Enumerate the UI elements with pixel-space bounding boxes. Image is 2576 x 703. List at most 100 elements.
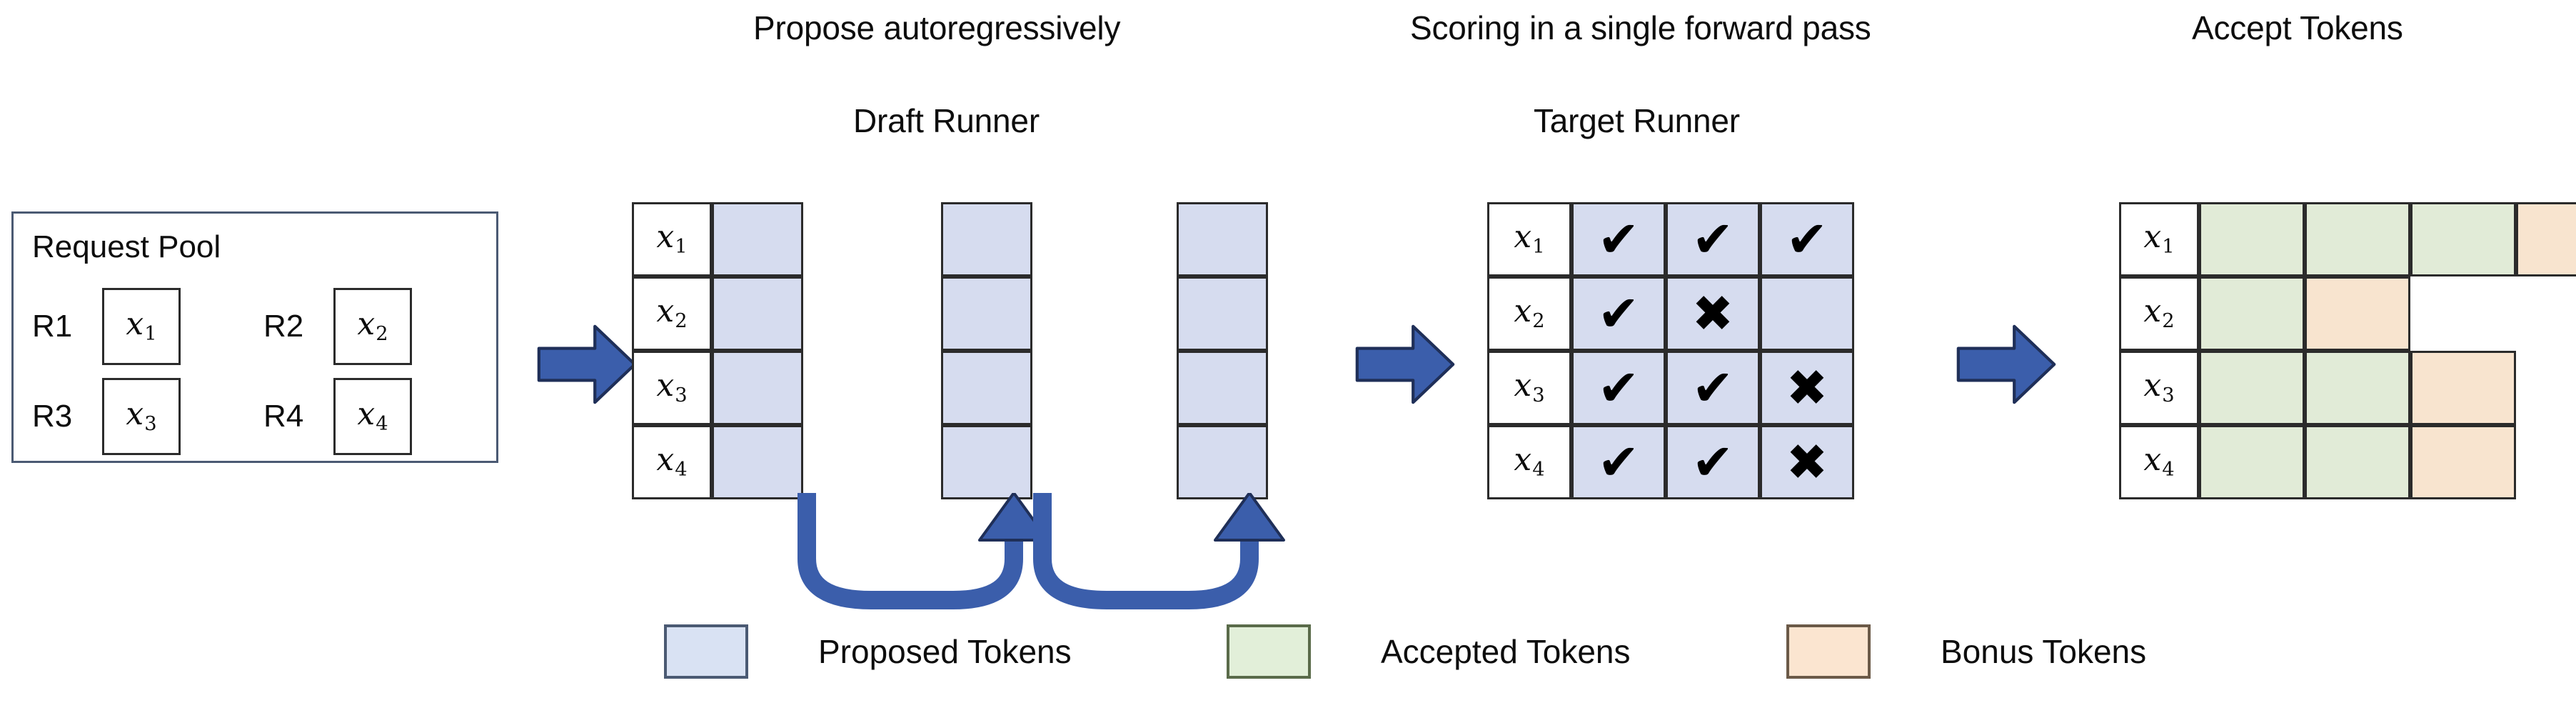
- legend-swatch-bonus-icon: [1786, 624, 1871, 679]
- check-icon: ✔: [1786, 210, 1828, 269]
- request-pool-panel: Request Pool R1 x1 R2 x2 R3 x3 R4 x4: [11, 211, 498, 463]
- draft-proposed-cell: [941, 351, 1032, 425]
- target-row-label: x4: [1487, 425, 1571, 499]
- draft-row-label: x2: [632, 276, 712, 351]
- draft-row-label: x4: [632, 425, 712, 499]
- heading-draft-runner: Draft Runner: [853, 102, 1040, 139]
- flow-arrow-draft-to-target: [1355, 314, 1455, 414]
- accept-row-label: x4: [2119, 425, 2199, 499]
- target-row-label: x2: [1487, 276, 1571, 351]
- accept-cell-bonus: [2410, 351, 2516, 425]
- check-icon: ✔: [1691, 210, 1734, 269]
- legend-label-accepted: Accepted Tokens: [1381, 633, 1631, 670]
- draft-proposed-cell: [1177, 425, 1268, 499]
- cross-icon: ✖: [1786, 433, 1828, 492]
- target-cell-reject: ✖: [1666, 276, 1760, 351]
- request-tag: R4: [263, 399, 304, 434]
- draft-proposed-cell: [1177, 276, 1268, 351]
- token-label: x2: [1514, 293, 1545, 333]
- draft-proposed-cell: [941, 276, 1032, 351]
- request-tag: R1: [32, 309, 73, 344]
- draft-proposed-cell: [941, 425, 1032, 499]
- request-token-box: x1: [102, 288, 181, 365]
- accept-cell-accepted: [2305, 351, 2410, 425]
- accept-cell-accepted: [2305, 425, 2410, 499]
- draft-row-label: x1: [632, 202, 712, 276]
- accept-cell-bonus: [2516, 202, 2576, 276]
- request-pool-title: Request Pool: [32, 229, 221, 264]
- token-label: x1: [126, 306, 157, 346]
- target-cell-accept: ✔: [1760, 202, 1854, 276]
- accept-tokens-grid: x1 x2 x3 x4: [2119, 202, 2576, 499]
- request-item-r1: R1 x1: [32, 288, 181, 365]
- legend-swatch-proposed-icon: [664, 624, 748, 679]
- accept-cell-bonus: [2305, 276, 2410, 351]
- accept-cell-accepted: [2199, 202, 2305, 276]
- accept-cell-bonus: [2410, 425, 2516, 499]
- accept-cell-accepted: [2199, 425, 2305, 499]
- draft-proposed-cell: [1177, 351, 1268, 425]
- token-label: x2: [357, 306, 388, 346]
- target-cell-reject: ✖: [1760, 425, 1854, 499]
- token-label: x4: [2143, 442, 2175, 482]
- accept-cell-accepted: [2305, 202, 2410, 276]
- heading-accept-tokens: Accept Tokens: [2192, 9, 2403, 46]
- draft-row-label: x3: [632, 351, 712, 425]
- target-row-label: x1: [1487, 202, 1571, 276]
- legend: Proposed Tokens Accepted Tokens Bonus To…: [0, 613, 2576, 703]
- check-icon: ✔: [1597, 210, 1640, 269]
- token-label: x4: [357, 396, 388, 436]
- legend-swatch-accepted-icon: [1227, 624, 1311, 679]
- draft-proposed-cell: [712, 425, 803, 499]
- token-label: x3: [2143, 367, 2175, 407]
- draft-proposed-cell: [712, 202, 803, 276]
- request-item-r3: R3 x3: [32, 378, 181, 455]
- token-label: x3: [656, 367, 688, 407]
- target-cell-accept: ✔: [1571, 425, 1666, 499]
- heading-target-runner: Target Runner: [1534, 102, 1740, 139]
- target-cell-blank: [1760, 276, 1854, 351]
- token-label: x2: [2143, 293, 2175, 333]
- target-runner-grid: x1✔✔✔x2✔✖x3✔✔✖x4✔✔✖: [1487, 202, 1854, 499]
- token-label: x1: [1514, 219, 1545, 259]
- token-label: x3: [1514, 367, 1545, 407]
- request-item-r2: R2 x2: [263, 288, 412, 365]
- heading-propose-autoregressively: Propose autoregressively: [753, 9, 1121, 46]
- accept-row-label: x3: [2119, 351, 2199, 425]
- target-cell-accept: ✔: [1571, 351, 1666, 425]
- target-cell-accept: ✔: [1571, 202, 1666, 276]
- cross-icon: ✖: [1786, 359, 1828, 417]
- legend-item-bonus: Bonus Tokens: [1786, 624, 2146, 679]
- request-tag: R2: [263, 309, 304, 344]
- token-label: x4: [656, 442, 688, 482]
- draft-proposed-cell: [941, 202, 1032, 276]
- target-cell-accept: ✔: [1666, 351, 1760, 425]
- accept-row-label: x1: [2119, 202, 2199, 276]
- token-label: x1: [2143, 219, 2175, 259]
- accept-row-label: x2: [2119, 276, 2199, 351]
- cross-icon: ✖: [1691, 284, 1734, 343]
- accept-cell-accepted: [2410, 202, 2516, 276]
- target-row-label: x3: [1487, 351, 1571, 425]
- request-token-box: x4: [333, 378, 412, 455]
- accept-cell-accepted: [2199, 276, 2305, 351]
- request-token-box: x2: [333, 288, 412, 365]
- check-icon: ✔: [1691, 433, 1734, 492]
- request-item-r4: R4 x4: [263, 378, 412, 455]
- check-icon: ✔: [1691, 359, 1734, 417]
- target-cell-reject: ✖: [1760, 351, 1854, 425]
- token-label: x2: [656, 293, 688, 333]
- legend-item-accepted: Accepted Tokens: [1227, 624, 1631, 679]
- token-label: x1: [656, 219, 688, 259]
- draft-proposed-cell: [712, 276, 803, 351]
- flow-arrow-target-to-accept: [1956, 314, 2056, 414]
- flow-arrow-pool-to-draft: [537, 314, 637, 414]
- request-tag: R3: [32, 399, 73, 434]
- draft-runner-grid: x1 x2 x3 x4: [0, 0, 1285, 514]
- request-token-box: x3: [102, 378, 181, 455]
- feedback-arrow-step1-to-step2: [785, 492, 1057, 622]
- accept-cell-accepted: [2199, 351, 2305, 425]
- check-icon: ✔: [1597, 359, 1640, 417]
- token-label: x3: [126, 396, 157, 436]
